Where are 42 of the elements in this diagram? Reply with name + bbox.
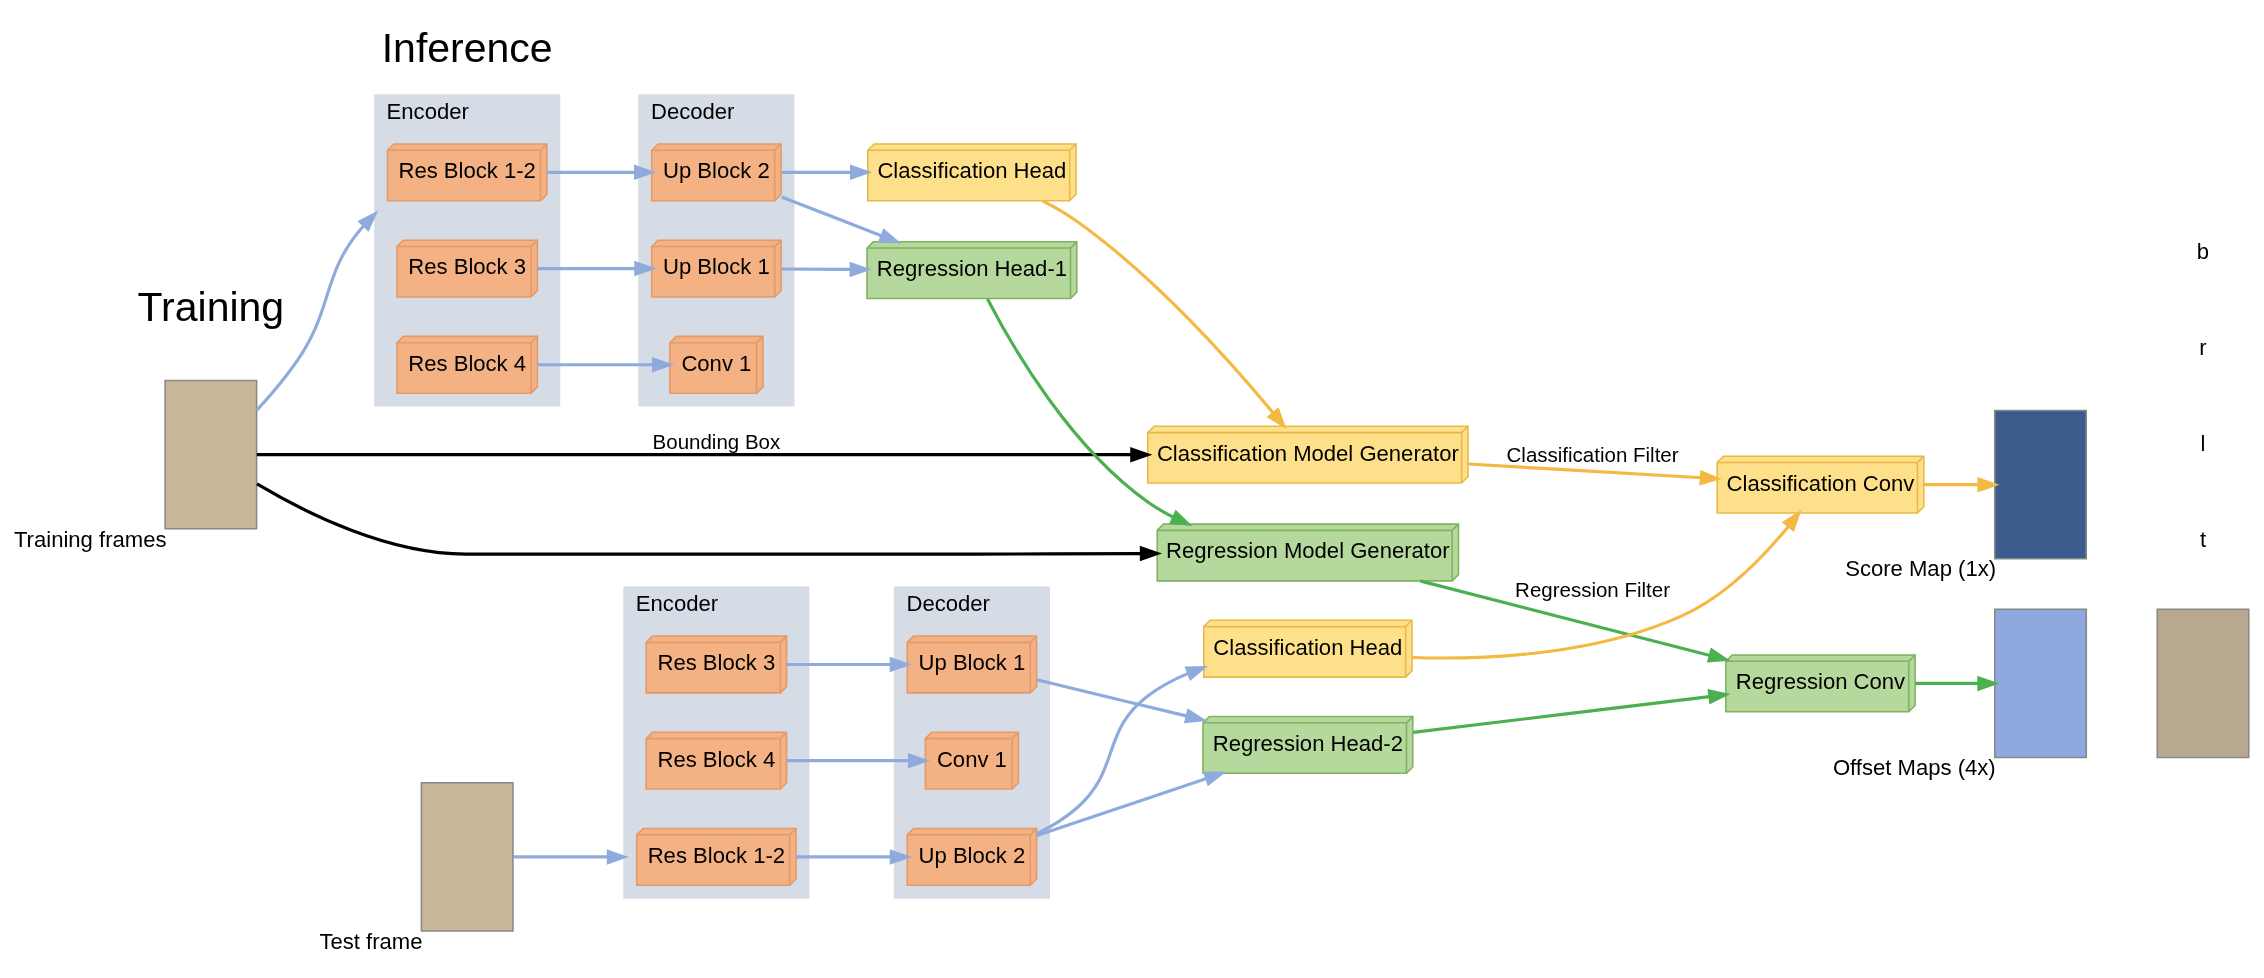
arrow (1412, 689, 1731, 734)
arrow (781, 195, 902, 244)
label: Inference (381, 25, 553, 72)
node-label: Test frame (319, 928, 423, 954)
edge-label: Bounding Box (652, 430, 781, 454)
arrow (256, 446, 1153, 463)
arrow (986, 298, 1193, 526)
node-label: Score Map (1x) (1845, 556, 1997, 582)
label: t (2199, 527, 2207, 553)
arrow (1036, 666, 1208, 836)
label: b (2196, 238, 2210, 264)
arrow (547, 164, 657, 181)
arrow (796, 849, 912, 865)
arrow (786, 752, 931, 769)
arrow (1419, 579, 1731, 663)
edge-label: Classification Filter (1506, 442, 1679, 466)
arrow (781, 164, 873, 181)
edge-label: Regression Filter (1515, 578, 1671, 602)
label: r (2199, 334, 2207, 360)
arrow (1036, 771, 1227, 838)
node-label: Training frames (13, 526, 167, 552)
arrow (786, 656, 912, 673)
arrow (1412, 509, 1802, 660)
arrow (537, 357, 675, 373)
arrow (1036, 678, 1208, 724)
node-box (1994, 409, 2088, 560)
arrow (1924, 476, 2000, 493)
node-box (420, 782, 514, 932)
arrow (1468, 462, 1722, 486)
node-label: Offset Maps (4x) (1832, 755, 1996, 781)
label: l (2200, 431, 2206, 457)
node-box (164, 379, 258, 530)
node-box (1994, 608, 2088, 759)
node-box (2156, 608, 2250, 759)
arrow (781, 261, 872, 278)
arrow (537, 260, 657, 277)
arrow (256, 482, 1162, 562)
arrow (1915, 675, 2000, 692)
label: Training (137, 284, 285, 331)
arrow (513, 849, 629, 865)
arrow (255, 210, 379, 412)
arrow (1041, 199, 1287, 430)
